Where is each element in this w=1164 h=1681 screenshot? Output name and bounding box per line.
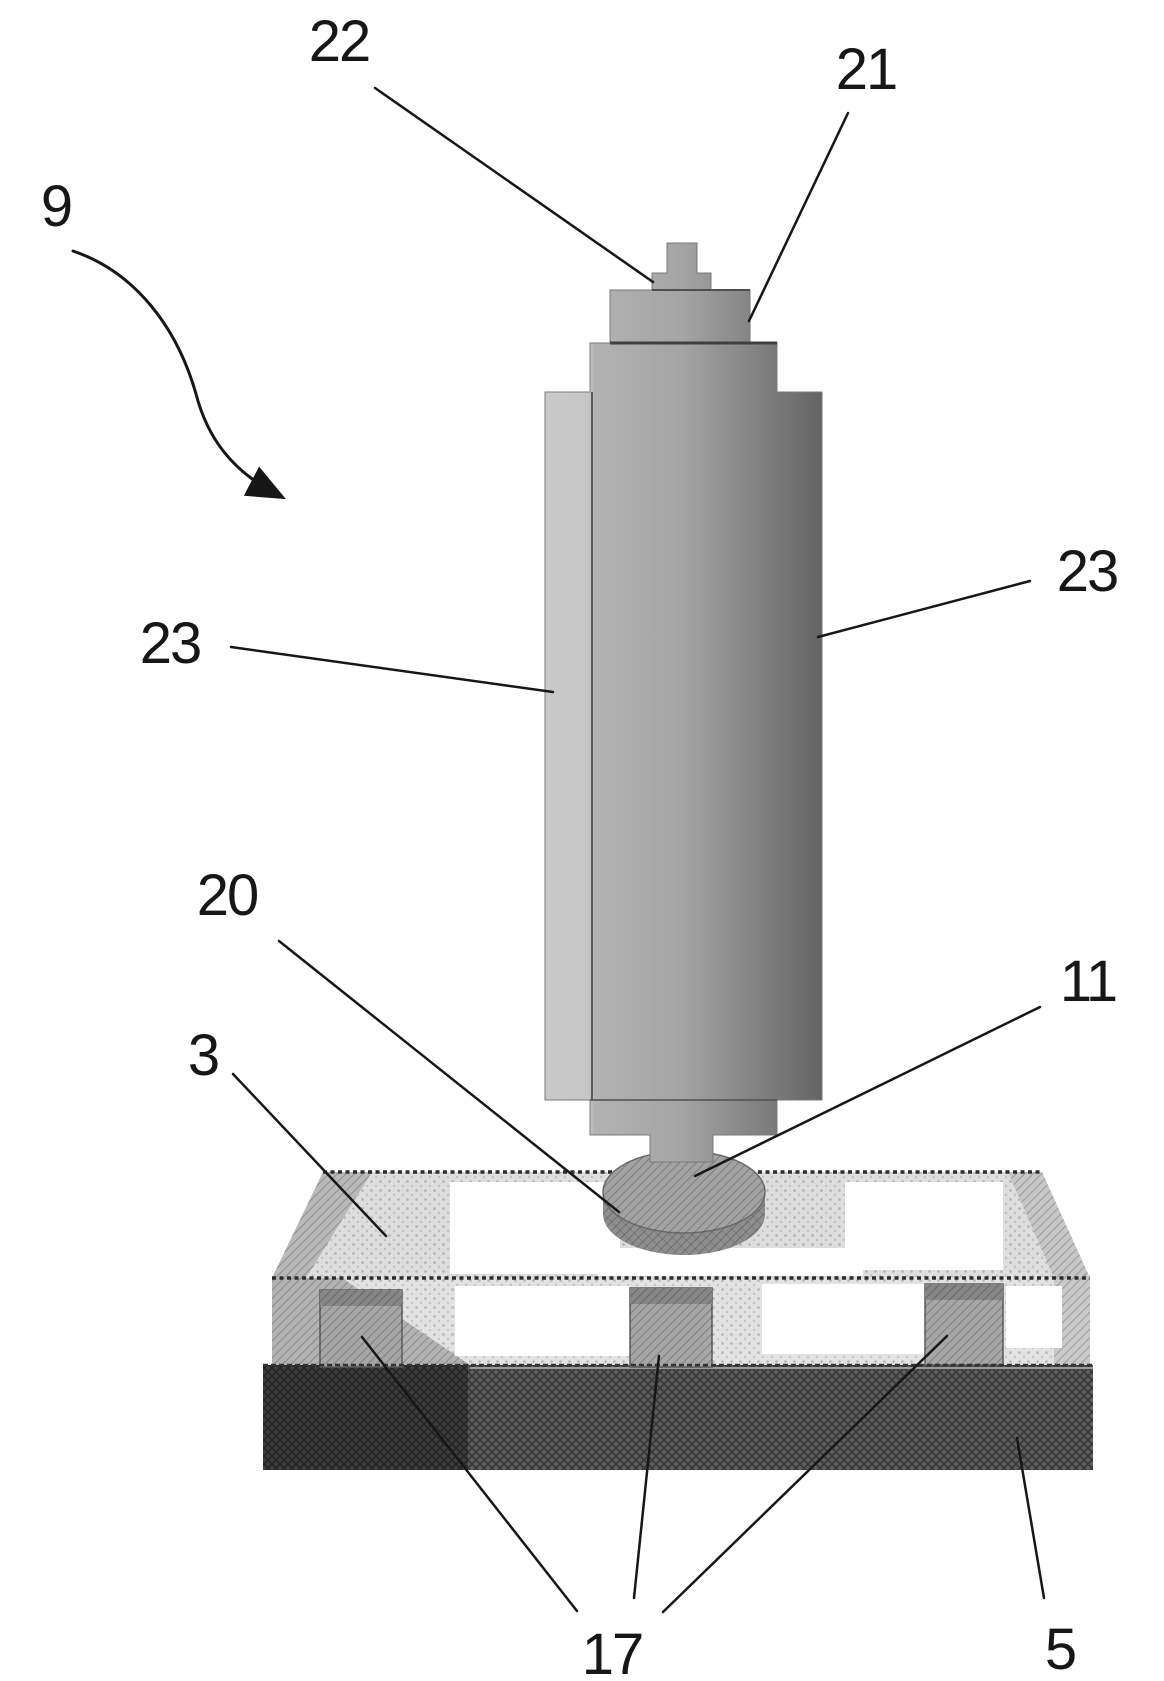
ref-label-20: 20 (196, 863, 259, 928)
ref-label-23: 23 (139, 611, 202, 676)
ref-label-3: 3 (187, 1023, 220, 1088)
leader-line-20 (277, 939, 621, 1214)
shaft-hub-collar (602, 1150, 766, 1255)
roller-cylinder (544, 242, 823, 1163)
reflection-patch (598, 1248, 863, 1276)
curved-arrow-9 (71, 249, 286, 500)
reflection-patch (455, 1286, 630, 1356)
ref-label-21: 21 (835, 37, 898, 102)
ref-label-11: 11 (1059, 949, 1118, 1014)
leader-line-17-right (661, 1334, 949, 1614)
plate-assembly (263, 1170, 1093, 1470)
plate-top-face (272, 1172, 1090, 1278)
ref-label-17: 17 (581, 1622, 644, 1681)
leader-line-3 (231, 1072, 388, 1238)
reflection-patch (450, 1182, 620, 1274)
leader-line-17-left (360, 1335, 579, 1613)
mounting-bolt-middle (629, 1287, 713, 1368)
leader-line-11 (693, 1005, 1042, 1178)
leader-lines (229, 86, 1046, 1614)
mounting-bolt-left (319, 1289, 403, 1368)
ref-label-5: 5 (1044, 1617, 1077, 1681)
leader-line-5 (1015, 1436, 1046, 1600)
ref-label-23: 23 (1056, 539, 1119, 604)
leader-line-23-right (816, 579, 1032, 639)
base-plate-bottom (263, 1365, 1093, 1470)
ref-label-22: 22 (308, 9, 371, 74)
mounting-bolt-right (924, 1283, 1004, 1366)
ref-label-9: 9 (40, 174, 73, 239)
leader-line-23-left (229, 645, 555, 694)
leader-line-21 (747, 111, 850, 323)
reflection-patch (1006, 1286, 1062, 1348)
reflection-patch (845, 1182, 1003, 1270)
leader-line-17-middle (632, 1354, 661, 1600)
leader-line-22 (373, 86, 655, 284)
